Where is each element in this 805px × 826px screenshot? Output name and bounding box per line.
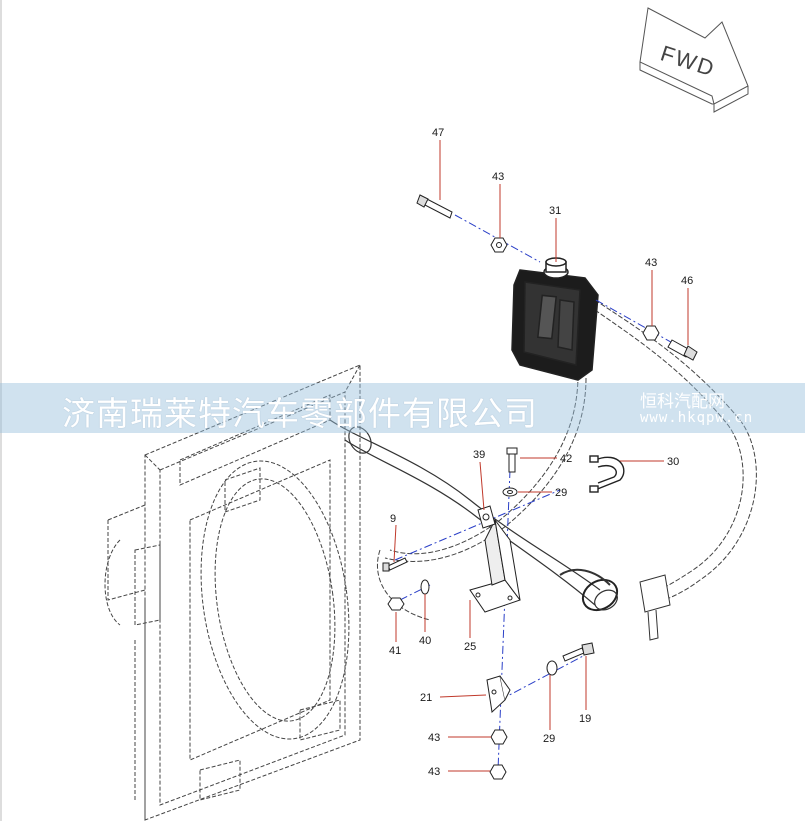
callout-labels: 47 43 31 43 46 39 42 30 29 9 41 40 25 21… <box>389 127 693 778</box>
callout-40: 40 <box>419 635 431 647</box>
nut-43-upper <box>490 237 508 253</box>
hose-clamp-39 <box>477 505 496 529</box>
callout-19: 19 <box>579 713 591 725</box>
nut-43-lower-a <box>490 729 508 745</box>
radiator-assembly <box>104 364 361 821</box>
bolt-9 <box>382 557 408 572</box>
callout-46: 46 <box>681 275 693 287</box>
callout-42: 42 <box>560 453 572 465</box>
callout-29-upper: 29 <box>555 487 567 499</box>
washer-29-lower <box>546 660 558 676</box>
callout-leader-lines <box>393 140 689 772</box>
watermark-site-name: 恒科汽配网 <box>640 392 725 412</box>
callout-30: 30 <box>667 456 679 468</box>
callout-29-lower: 29 <box>543 733 555 745</box>
nut-43-lower-b <box>489 764 507 780</box>
bolt-46 <box>667 339 698 361</box>
mounting-bracket-25 <box>469 518 521 613</box>
watermark-band: 济南瑞莱特汽车零部件有限公司 恒科汽配网 www.hkqpw.cn <box>0 383 805 433</box>
callout-9: 9 <box>390 513 396 525</box>
callout-43-lower-a: 43 <box>428 732 440 744</box>
hose-clip-right <box>639 574 671 641</box>
callout-43-lower-b: 43 <box>428 766 440 778</box>
washer-29-upper <box>502 487 518 497</box>
nut-41 <box>387 597 405 611</box>
callout-43-right: 43 <box>645 257 657 269</box>
nut-43-right <box>642 325 660 341</box>
callout-47: 47 <box>432 127 444 139</box>
fwd-direction-marker: FWD <box>639 7 749 113</box>
callout-21: 21 <box>420 692 432 704</box>
watermark-company-name: 济南瑞莱特汽车零部件有限公司 <box>62 394 538 433</box>
callout-41: 41 <box>389 645 401 657</box>
callout-39: 39 <box>473 449 485 461</box>
bolt-47 <box>416 194 453 219</box>
washer-40 <box>420 579 430 595</box>
u-clamp-30 <box>589 455 625 493</box>
expansion-tank <box>511 257 599 381</box>
callout-25: 25 <box>464 641 476 653</box>
bolt-19 <box>562 642 595 662</box>
bleed-hoses <box>376 299 757 621</box>
watermark-url: www.hkqpw.cn <box>640 410 754 426</box>
bolt-42 <box>506 447 518 473</box>
upper-radiator-hose <box>329 419 619 612</box>
callout-43-upper: 43 <box>492 171 504 183</box>
callout-31: 31 <box>549 205 561 217</box>
bracket-21 <box>486 675 511 714</box>
